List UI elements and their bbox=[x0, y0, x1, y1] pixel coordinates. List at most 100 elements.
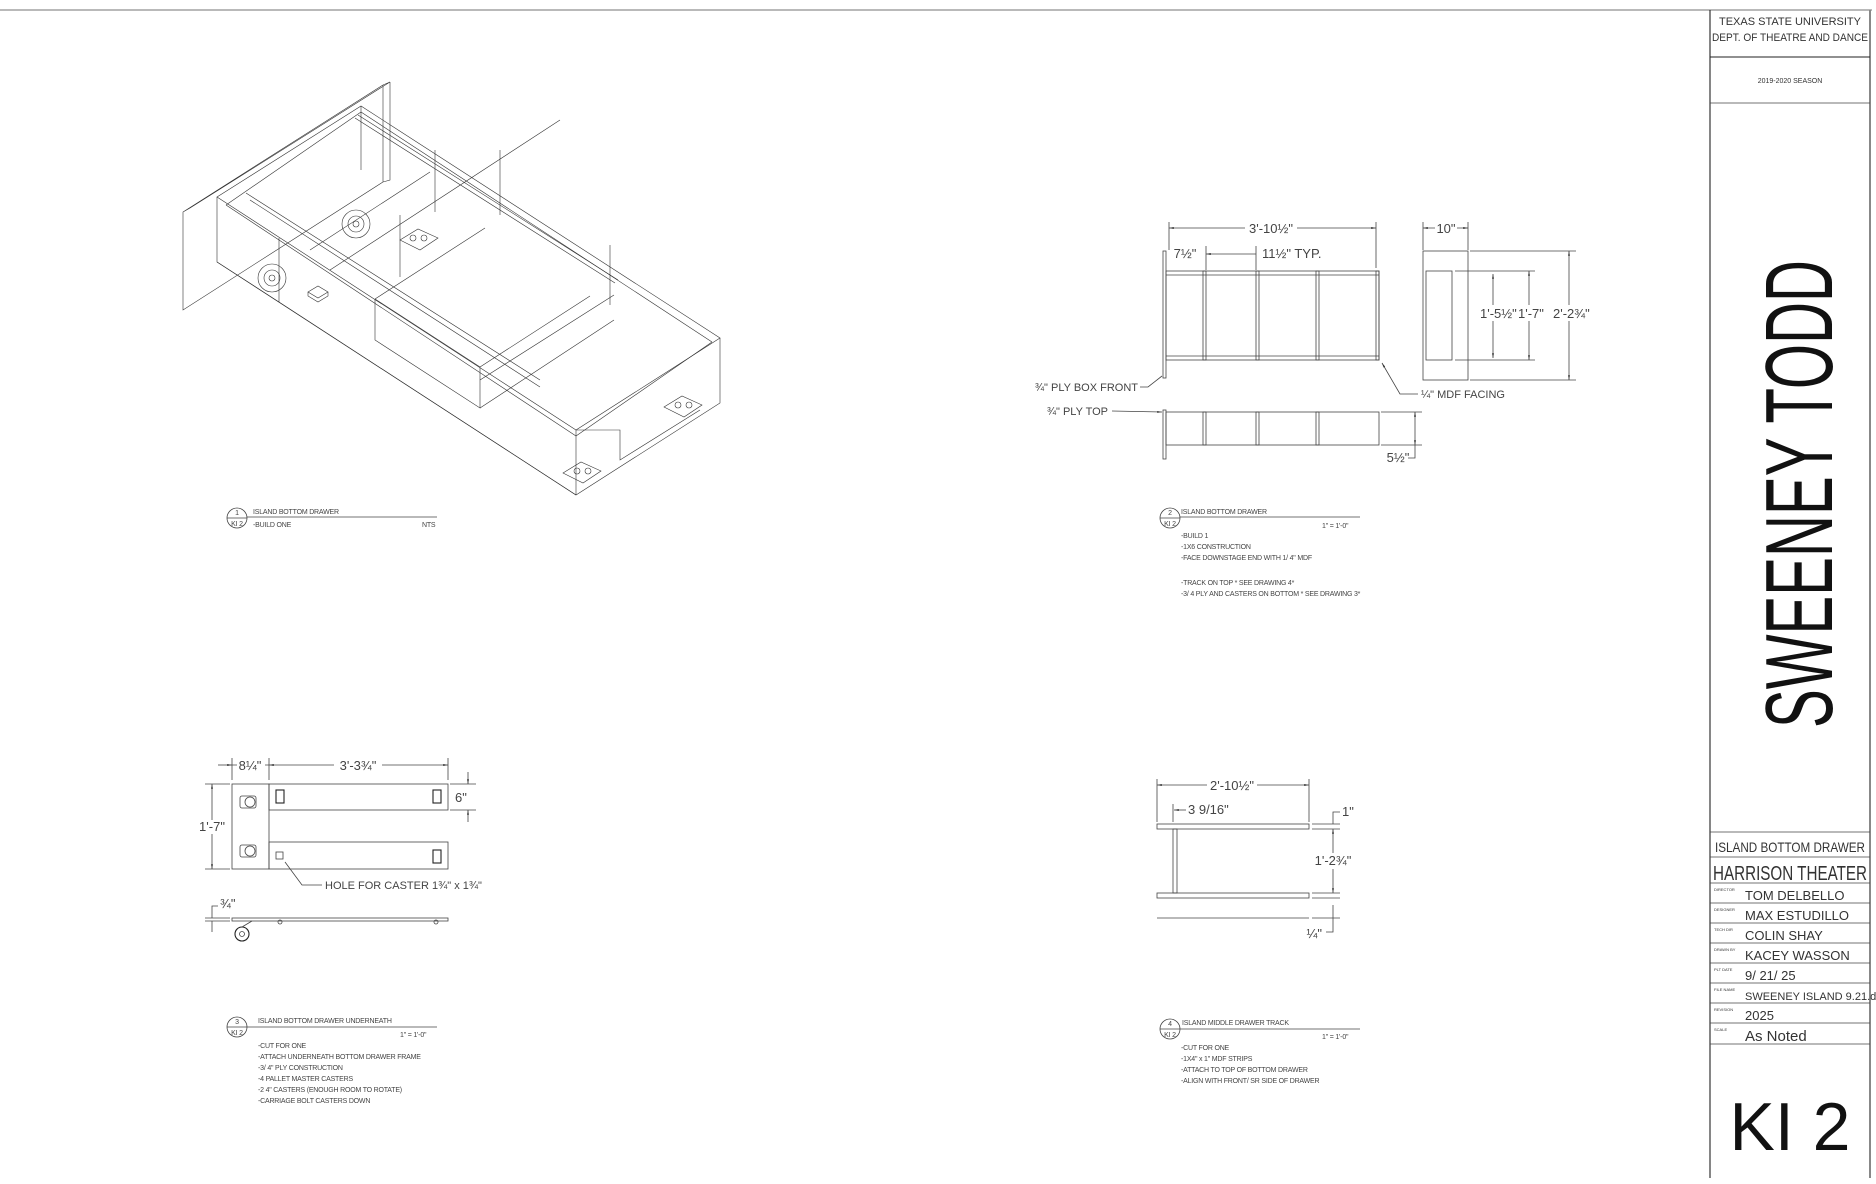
svg-text:SWEENEY ISLAND 9.21.dwg: SWEENEY ISLAND 9.21.dwg bbox=[1745, 991, 1876, 1003]
svg-text:1": 1" bbox=[1342, 804, 1354, 819]
pallet-caster-icon bbox=[399, 228, 439, 251]
pallet-caster-icon bbox=[275, 789, 285, 804]
svg-text:As Noted: As Noted bbox=[1745, 1028, 1807, 1045]
drawing-title: ISLAND MIDDLE DRAWER TRACK bbox=[1182, 1020, 1289, 1027]
drawing-note: -ALIGN WITH FRONT/ SR SIDE OF DRAWER bbox=[1181, 1078, 1320, 1085]
season: 2019-2020 SEASON bbox=[1758, 78, 1823, 85]
pallet-caster-icon bbox=[432, 789, 442, 804]
drawing-note: -CUT FOR ONE bbox=[258, 1043, 307, 1050]
svg-text:1'-7": 1'-7" bbox=[199, 819, 225, 834]
caster-wheel-icon bbox=[234, 920, 253, 942]
university-name: TEXAS STATE UNIVERSITY bbox=[1719, 16, 1862, 28]
drawing-note: -BUILD 1 bbox=[1181, 533, 1208, 540]
svg-text:HOLE FOR CASTER 1¾" x 1¾": HOLE FOR CASTER 1¾" x 1¾" bbox=[325, 880, 482, 892]
drawing-note: -FACE DOWNSTAGE END WITH 1/ 4" MDF bbox=[1181, 555, 1312, 562]
field-plot-date: PLT DATE 9/ 21/ 25 bbox=[1710, 967, 1870, 984]
svg-text:KACEY WASSON: KACEY WASSON bbox=[1745, 948, 1850, 963]
pallet-caster-icon bbox=[562, 461, 602, 484]
drawing-scale: 1" = 1'-0" bbox=[400, 1032, 427, 1039]
svg-text:TECH DIR: TECH DIR bbox=[1714, 927, 1733, 932]
svg-text:11½" TYP.: 11½" TYP. bbox=[1262, 246, 1322, 261]
field-revision: REVISION 2025 bbox=[1710, 1007, 1870, 1024]
svg-text:2'-2¾": 2'-2¾" bbox=[1553, 306, 1590, 321]
drawing-scale: NTS bbox=[422, 522, 436, 529]
svg-text:2025: 2025 bbox=[1745, 1008, 1774, 1023]
svg-text:COLIN SHAY: COLIN SHAY bbox=[1745, 928, 1823, 943]
field-drawn-by: DRAWN BY KACEY WASSON bbox=[1710, 947, 1870, 964]
drawing-note: -ATTACH TO TOP OF BOTTOM DRAWER bbox=[1181, 1067, 1308, 1074]
svg-text:DESIGNER: DESIGNER bbox=[1714, 907, 1735, 912]
svg-text:REVISION: REVISION bbox=[1714, 1007, 1733, 1012]
drawing-3-underneath: HOLE FOR CASTER 1¾" x 1¾" 8¼" 3'-3¾" 1'-… bbox=[196, 758, 482, 942]
drawing-note: -CUT FOR ONE bbox=[1181, 1045, 1230, 1052]
drawing-note: -1X6 CONSTRUCTION bbox=[1181, 544, 1251, 551]
svg-text:KI 2: KI 2 bbox=[231, 1030, 243, 1037]
svg-text:2'-10½": 2'-10½" bbox=[1210, 778, 1254, 793]
svg-text:MAX ESTUDILLO: MAX ESTUDILLO bbox=[1745, 908, 1849, 923]
drawing-note: -3/ 4 PLY AND CASTERS ON BOTTOM * SEE DR… bbox=[1181, 591, 1361, 598]
svg-text:4: 4 bbox=[1168, 1021, 1172, 1028]
caster-hole bbox=[275, 851, 284, 860]
drawing-note: -BUILD ONE bbox=[253, 522, 292, 529]
venue: HARRISON THEATER bbox=[1713, 863, 1867, 885]
field-director: DIRECTOR TOM DELBELLO bbox=[1710, 887, 1870, 904]
svg-text:2: 2 bbox=[1168, 510, 1172, 517]
sheet-number: KI 2 bbox=[1730, 1089, 1851, 1165]
svg-text:DIRECTOR: DIRECTOR bbox=[1714, 887, 1735, 892]
drawing-scale: 1" = 1'-0" bbox=[1322, 1034, 1349, 1041]
svg-text:KI 2: KI 2 bbox=[1164, 521, 1176, 528]
drawing-title: ISLAND BOTTOM DRAWER bbox=[1181, 509, 1267, 516]
svg-text:5½": 5½" bbox=[1387, 450, 1410, 465]
drawing-note: -2 4" CASTERS (ENOUGH ROOM TO ROTATE) bbox=[258, 1087, 402, 1094]
drawing-title: ISLAND BOTTOM DRAWER UNDERNEATH bbox=[258, 1018, 392, 1025]
swivel-caster-icon bbox=[257, 263, 287, 293]
drawing-note: -TRACK ON TOP * SEE DRAWING 4* bbox=[1181, 580, 1295, 587]
title-block: TEXAS STATE UNIVERSITY DEPT. OF THEATRE … bbox=[1709, 10, 1876, 1178]
svg-text:¾" PLY BOX FRONT: ¾" PLY BOX FRONT bbox=[1035, 382, 1138, 394]
show-title: SWEENEY TODD bbox=[1746, 260, 1853, 728]
svg-text:¼" MDF FACING: ¼" MDF FACING bbox=[1421, 389, 1505, 401]
drawing-title: ISLAND BOTTOM DRAWER bbox=[253, 509, 339, 516]
svg-text:KI 2: KI 2 bbox=[231, 521, 243, 528]
drawing-2-label: 2 KI 2 ISLAND BOTTOM DRAWER 1" = 1'-0" -… bbox=[1159, 507, 1361, 598]
svg-text:1'-5½": 1'-5½" bbox=[1480, 306, 1517, 321]
svg-text:3: 3 bbox=[235, 1019, 239, 1026]
svg-text:8¼": 8¼" bbox=[239, 758, 262, 773]
swivel-caster-icon bbox=[239, 795, 257, 809]
svg-text:¾" PLY TOP: ¾" PLY TOP bbox=[1047, 406, 1108, 418]
svg-text:KI 2: KI 2 bbox=[1164, 1032, 1176, 1039]
drawing-4-track: 2'-10½" 3 9/16" 1" 1'-2¾" ¼" bbox=[1156, 778, 1354, 941]
drawing-2-elevations: 3'-10½" 7½" 11½" TYP. 10" 1'-5½" 1'-7" 2… bbox=[1035, 220, 1590, 465]
svg-text:6": 6" bbox=[455, 790, 467, 805]
svg-text:SCALE: SCALE bbox=[1714, 1027, 1727, 1032]
drawing-note: -1X4" x 1" MDF STRIPS bbox=[1181, 1056, 1253, 1063]
svg-text:PLT DATE: PLT DATE bbox=[1714, 967, 1733, 972]
svg-text:TOM DELBELLO: TOM DELBELLO bbox=[1745, 888, 1844, 903]
pallet-caster-icon bbox=[432, 849, 442, 864]
drawing-1-isometric bbox=[182, 81, 721, 496]
svg-text:1'-2¾": 1'-2¾" bbox=[1315, 853, 1352, 868]
svg-text:DRAWN BY: DRAWN BY bbox=[1714, 947, 1736, 952]
svg-text:7½": 7½" bbox=[1174, 246, 1197, 261]
pallet-caster-icon bbox=[663, 395, 703, 418]
drawing-scale: 1" = 1'-0" bbox=[1322, 523, 1349, 530]
svg-text:FILE NAME: FILE NAME bbox=[1714, 987, 1735, 992]
svg-text:¼": ¼" bbox=[1307, 926, 1323, 941]
sheet-title: ISLAND BOTTOM DRAWER bbox=[1715, 839, 1865, 855]
drawing-note: -ATTACH UNDERNEATH BOTTOM DRAWER FRAME bbox=[258, 1054, 421, 1061]
field-designer: DESIGNER MAX ESTUDILLO bbox=[1710, 907, 1870, 924]
swivel-caster-icon bbox=[341, 209, 371, 239]
svg-text:3 9/16": 3 9/16" bbox=[1188, 802, 1229, 817]
svg-text:3'-3¾": 3'-3¾" bbox=[340, 758, 377, 773]
drawing-1-label: 1 KI 2 ISLAND BOTTOM DRAWER -BUILD ONE N… bbox=[226, 507, 437, 529]
field-tech-director: TECH DIR COLIN SHAY bbox=[1710, 927, 1870, 944]
field-scale: SCALE As Noted bbox=[1710, 1027, 1870, 1045]
svg-text:10": 10" bbox=[1436, 221, 1455, 236]
drawing-note: -3/ 4" PLY CONSTRUCTION bbox=[258, 1065, 343, 1072]
svg-text:9/ 21/ 25: 9/ 21/ 25 bbox=[1745, 968, 1796, 983]
field-file-name: FILE NAME SWEENEY ISLAND 9.21.dwg bbox=[1710, 987, 1876, 1004]
drawing-4-label: 4 KI 2 ISLAND MIDDLE DRAWER TRACK 1" = 1… bbox=[1159, 1018, 1360, 1085]
svg-text:¾": ¾" bbox=[220, 896, 236, 911]
drawing-note: -4 PALLET MASTER CASTERS bbox=[258, 1076, 353, 1083]
